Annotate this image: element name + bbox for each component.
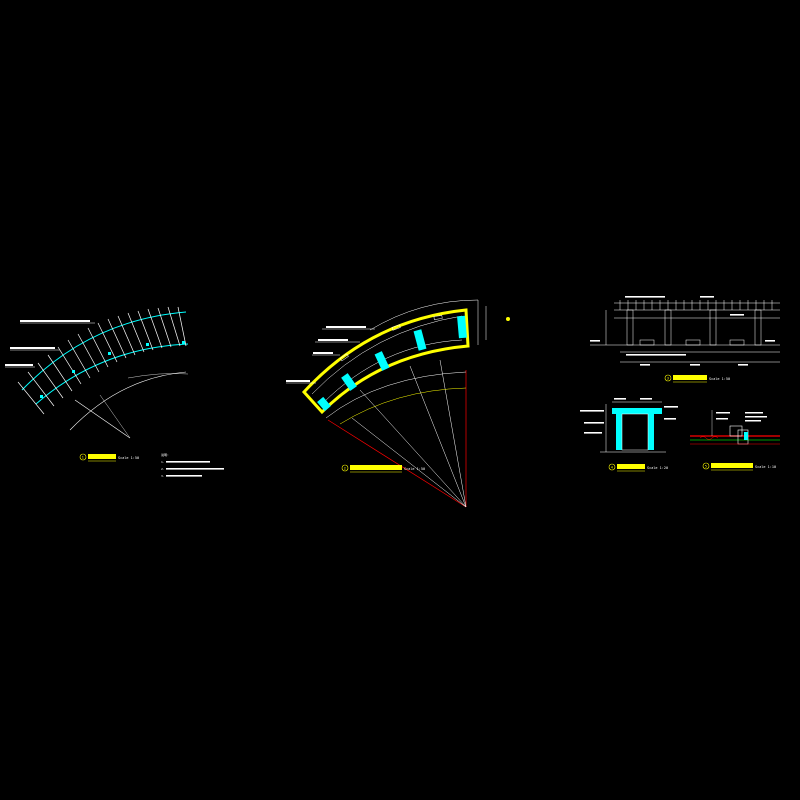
note-3: 3. bbox=[161, 474, 165, 478]
marker-yellow bbox=[506, 317, 510, 321]
detail-leader-text bbox=[716, 412, 767, 422]
view-number: 2 bbox=[344, 466, 346, 470]
section-cap bbox=[612, 408, 662, 414]
section-view bbox=[600, 401, 666, 453]
section-post-right bbox=[648, 414, 654, 450]
view-title-bar bbox=[350, 465, 402, 470]
elevation-columns bbox=[626, 309, 762, 346]
elevation-view bbox=[590, 300, 780, 363]
view-number-circle bbox=[79, 453, 87, 461]
section-leader-text bbox=[580, 398, 678, 434]
notes-heading: 说明: bbox=[161, 452, 169, 457]
view-number-circle bbox=[608, 463, 616, 471]
view-number-circle bbox=[341, 464, 349, 472]
note-2: 2. bbox=[161, 467, 165, 471]
view-scale: Scale 1:50 bbox=[118, 456, 139, 460]
view-number-circle bbox=[702, 462, 710, 470]
detail-view bbox=[690, 410, 780, 445]
note-1: 1. bbox=[161, 460, 165, 464]
cyan-columns bbox=[317, 315, 467, 412]
section-post-left bbox=[616, 414, 622, 450]
view-number: 3 bbox=[667, 376, 669, 380]
view-title-bar bbox=[673, 375, 707, 380]
plan-1-title-block: 1 Scale 1:50 bbox=[79, 453, 139, 462]
view-title-bar bbox=[711, 463, 753, 468]
view-scale: Scale 1:20 bbox=[647, 466, 668, 470]
view-title-bar bbox=[88, 454, 116, 459]
plan-2-title-block: 2 Scale 1:50 bbox=[341, 464, 425, 473]
plan-1-leader-text bbox=[5, 320, 90, 366]
construction-lines bbox=[327, 370, 467, 508]
view-number: 4 bbox=[611, 465, 614, 469]
view-scale: Scale 1:50 bbox=[709, 377, 730, 381]
rafters bbox=[17, 306, 187, 415]
plan-1-notes: 说明: 1. 2. 3. bbox=[161, 452, 224, 478]
base-arc bbox=[69, 371, 187, 431]
posts bbox=[40, 341, 185, 398]
section-4-title-block: 4 Scale 1:20 bbox=[608, 463, 668, 472]
elevation-3-title-block: 3 Scale 1:50 bbox=[664, 374, 730, 383]
elevation-dim-text bbox=[590, 296, 775, 366]
pergola-plan-view bbox=[5, 306, 189, 439]
view-scale: Scale 1:10 bbox=[755, 465, 776, 469]
view-title-bar bbox=[617, 464, 645, 469]
detail-cyan-block bbox=[744, 432, 748, 440]
structure-plan-view bbox=[286, 299, 510, 508]
dim-arc-outer bbox=[325, 371, 467, 419]
rafter-ticks bbox=[619, 300, 773, 310]
beam-arc-outer bbox=[21, 311, 187, 391]
view-number-circle bbox=[664, 374, 672, 382]
radius-line bbox=[74, 399, 131, 439]
view-number: 5 bbox=[705, 464, 707, 468]
dim-arc-green bbox=[339, 387, 467, 425]
view-scale: Scale 1:50 bbox=[404, 467, 425, 471]
view-number: 1 bbox=[82, 455, 84, 459]
detail-5-title-block: 5 Scale 1:10 bbox=[702, 462, 776, 471]
beam-arc-inner bbox=[35, 343, 189, 405]
